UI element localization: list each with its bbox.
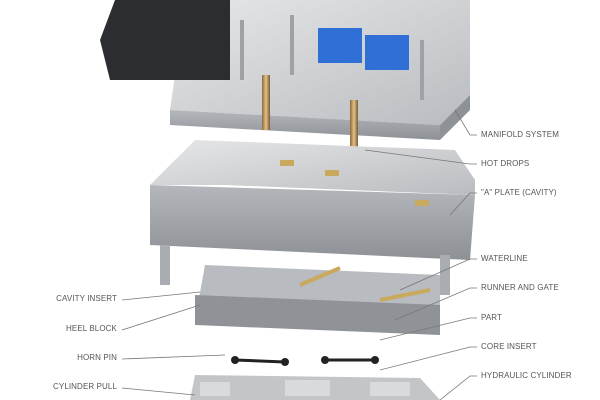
label-cavity-insert: CAVITY INSERT <box>56 294 117 303</box>
blue-panel <box>318 28 362 63</box>
hot-drops <box>262 75 358 160</box>
cylinder-pulls <box>190 375 440 400</box>
blue-panel <box>365 35 409 70</box>
label-waterline: WATERLINE <box>481 254 528 263</box>
label-runner-and-gate: RUNNER AND GATE <box>481 283 559 292</box>
label-manifold-system: MANIFOLD SYSTEM <box>481 130 559 139</box>
label-cylinder-pull: CYLINDER PULL <box>53 382 117 391</box>
label-hot-drops: HOT DROPS <box>481 159 530 168</box>
electrical-box <box>100 0 230 80</box>
manifold-system <box>100 0 470 140</box>
label-a-plate: "A" PLATE (CAVITY) <box>481 188 557 197</box>
label-horn-pin: HORN PIN <box>77 353 117 362</box>
label-part: PART <box>481 313 502 322</box>
label-hydraulic-cylinder: HYDRAULIC CYLINDER <box>481 371 572 380</box>
label-core-insert: CORE INSERT <box>481 342 537 351</box>
cavity-insert <box>195 265 440 335</box>
horn-pins <box>231 356 379 366</box>
leader-lines <box>121 109 477 400</box>
label-heel-block: HEEL BLOCK <box>66 324 117 333</box>
